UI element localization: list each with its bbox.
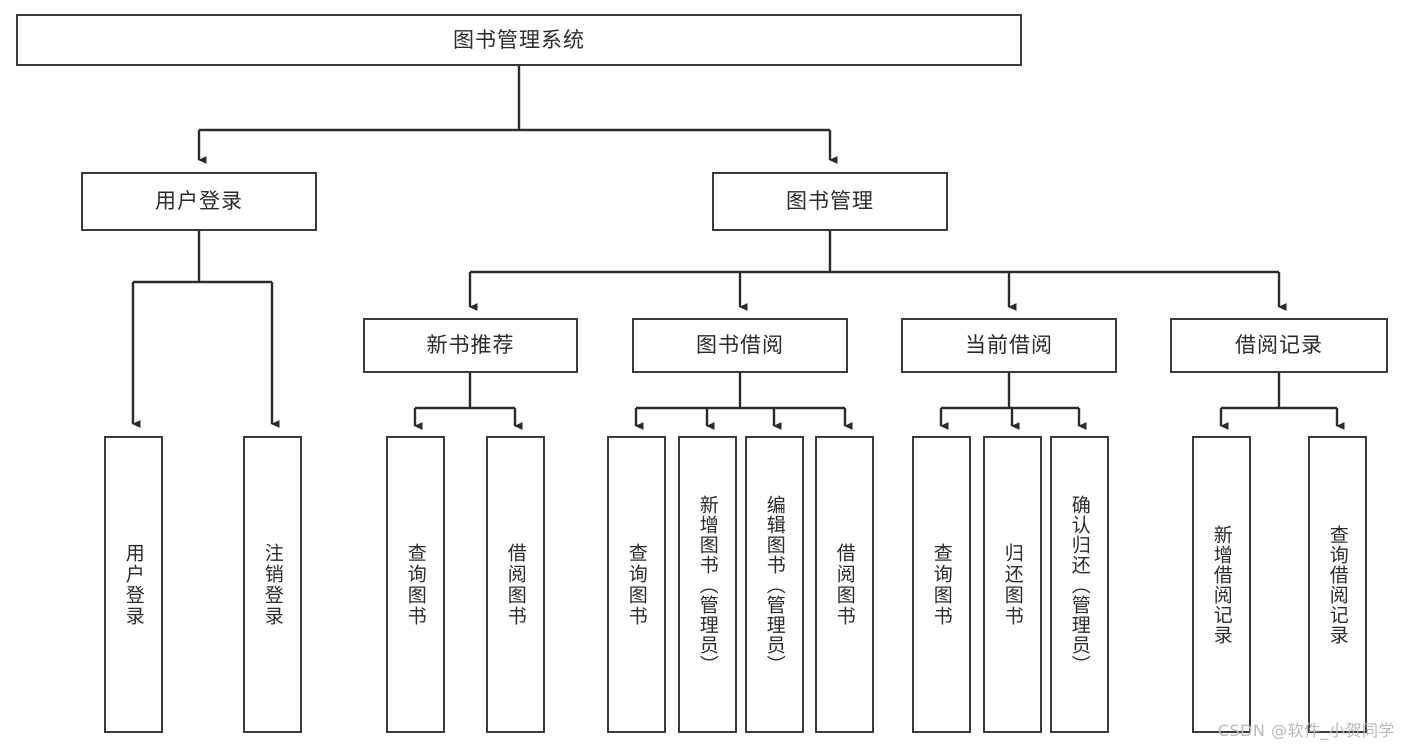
node-leaf-add-book-label: 新增图书（管理员） bbox=[696, 494, 719, 675]
node-leaf-borrow-book-rec[interactable]: 借阅图书 bbox=[486, 436, 545, 733]
node-leaf-query-book-rec[interactable]: 查询图书 bbox=[386, 436, 445, 733]
node-leaf-edit-book[interactable]: 编辑图书（管理员） bbox=[745, 436, 804, 733]
node-leaf-user-login-label: 用户登录 bbox=[122, 542, 145, 627]
node-borrow-record-label: 借阅记录 bbox=[1235, 333, 1323, 358]
node-current-borrow-label: 当前借阅 bbox=[965, 333, 1053, 358]
node-leaf-confirm-return[interactable]: 确认归还（管理员） bbox=[1050, 436, 1109, 733]
node-new-book-recommend-label: 新书推荐 bbox=[426, 333, 515, 358]
node-book-manage-label: 图书管理 bbox=[786, 189, 874, 214]
node-root-label: 图书管理系统 bbox=[453, 27, 585, 52]
node-leaf-user-login[interactable]: 用户登录 bbox=[104, 436, 163, 733]
node-leaf-add-record-label: 新增借阅记录 bbox=[1210, 524, 1233, 645]
node-leaf-query-book-cur-label: 查询图书 bbox=[930, 542, 953, 627]
node-user-login-label: 用户登录 bbox=[155, 189, 243, 214]
node-leaf-logout[interactable]: 注销登录 bbox=[243, 436, 302, 733]
node-leaf-add-record[interactable]: 新增借阅记录 bbox=[1192, 436, 1251, 733]
node-leaf-confirm-return-label: 确认归还（管理员） bbox=[1068, 494, 1091, 675]
node-leaf-query-book-cur[interactable]: 查询图书 bbox=[912, 436, 971, 733]
node-leaf-query-book-rec-label: 查询图书 bbox=[404, 542, 427, 627]
node-borrow-record[interactable]: 借阅记录 bbox=[1170, 318, 1388, 373]
node-new-book-recommend[interactable]: 新书推荐 bbox=[363, 318, 578, 373]
watermark-text: CSDN @软件_小贺同学 bbox=[1217, 721, 1395, 740]
node-book-manage[interactable]: 图书管理 bbox=[712, 172, 948, 231]
node-leaf-edit-book-label: 编辑图书（管理员） bbox=[763, 494, 786, 675]
node-leaf-logout-label: 注销登录 bbox=[261, 542, 284, 627]
node-leaf-query-book-borrow-label: 查询图书 bbox=[625, 542, 648, 627]
node-book-borrow[interactable]: 图书借阅 bbox=[632, 318, 848, 373]
node-leaf-borrow-book-rec-label: 借阅图书 bbox=[504, 542, 527, 627]
node-user-login[interactable]: 用户登录 bbox=[81, 172, 317, 231]
node-leaf-query-book-borrow[interactable]: 查询图书 bbox=[607, 436, 666, 733]
node-leaf-add-book[interactable]: 新增图书（管理员） bbox=[678, 436, 737, 733]
node-current-borrow[interactable]: 当前借阅 bbox=[901, 318, 1117, 373]
node-book-borrow-label: 图书借阅 bbox=[696, 333, 784, 358]
node-leaf-query-record-label: 查询借阅记录 bbox=[1326, 524, 1349, 645]
node-leaf-borrow-book[interactable]: 借阅图书 bbox=[815, 436, 874, 733]
node-root[interactable]: 图书管理系统 bbox=[16, 14, 1022, 66]
node-leaf-query-record[interactable]: 查询借阅记录 bbox=[1308, 436, 1367, 733]
node-leaf-return-book[interactable]: 归还图书 bbox=[983, 436, 1042, 733]
node-leaf-return-book-label: 归还图书 bbox=[1001, 542, 1024, 627]
node-leaf-borrow-book-label: 借阅图书 bbox=[833, 542, 856, 627]
